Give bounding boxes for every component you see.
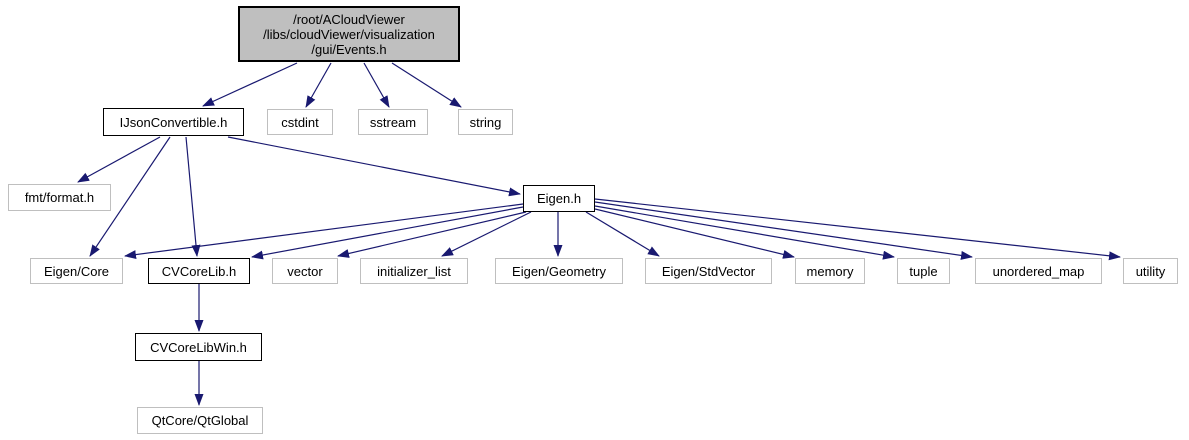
- node-cvcorelibwin-h[interactable]: CVCoreLibWin.h: [135, 333, 262, 361]
- node-ijsonconvertible-h[interactable]: IJsonConvertible.h: [103, 108, 244, 136]
- edge-eigen-h-to-memory: [594, 208, 795, 259]
- edge-eigen-h-to-eigen-stdvector: [585, 211, 660, 257]
- edge-eigen-h-to-vector: [337, 211, 527, 258]
- node-events-h: /root/ACloudViewer /libs/cloudViewer/vis…: [238, 6, 460, 62]
- edge-eigen-h-to-initializer-list: [441, 211, 532, 257]
- node-eigen-stdvector: Eigen/StdVector: [645, 258, 772, 284]
- edge-eigen-h-to-tuple: [594, 205, 895, 260]
- edge-ijsonconvertible-h-to-fmt-format-h: [77, 136, 161, 183]
- node-eigen-h[interactable]: Eigen.h: [523, 185, 595, 212]
- node-eigen-core: Eigen/Core: [30, 258, 123, 284]
- edge-eigen-h-to-utility: [594, 198, 1121, 261]
- node-vector: vector: [272, 258, 338, 284]
- node-memory: memory: [795, 258, 865, 284]
- edge-ijsonconvertible-h-to-eigen-core: [89, 136, 171, 257]
- edge-events-h-to-string: [391, 62, 462, 108]
- node-eigen-geometry: Eigen/Geometry: [495, 258, 623, 284]
- node-sstream: sstream: [358, 109, 428, 135]
- node-utility: utility: [1123, 258, 1178, 284]
- edge-eigen-h-to-cvcorelib-h: [251, 206, 524, 260]
- node-fmt-format-h: fmt/format.h: [8, 184, 111, 211]
- node-cstdint: cstdint: [267, 109, 333, 135]
- edge-events-h-to-sstream: [363, 62, 390, 108]
- node-tuple: tuple: [897, 258, 950, 284]
- node-string: string: [458, 109, 513, 135]
- edge-ijsonconvertible-h-to-eigen-h: [227, 136, 521, 197]
- edge-eigen-h-to-unordered-map: [594, 201, 973, 260]
- edge-eigen-h-to-eigen-core: [124, 203, 524, 260]
- edge-events-h-to-cstdint: [305, 62, 332, 108]
- edge-events-h-to-ijsonconvertible-h: [202, 62, 298, 107]
- node-initializer-list: initializer_list: [360, 258, 468, 284]
- node-cvcorelib-h[interactable]: CVCoreLib.h: [148, 258, 250, 284]
- edge-ijsonconvertible-h-to-cvcorelib-h: [185, 136, 201, 257]
- node-qtcore-qtglobal: QtCore/QtGlobal: [137, 407, 263, 434]
- node-unordered-map: unordered_map: [975, 258, 1102, 284]
